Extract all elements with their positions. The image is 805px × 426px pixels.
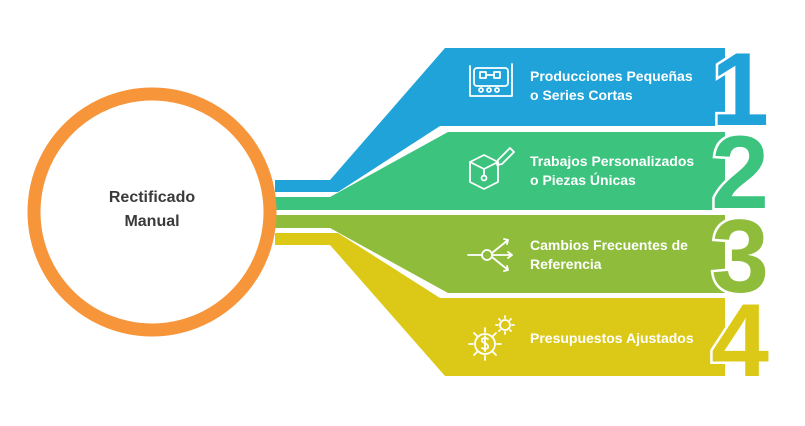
- number-1: 1: [711, 32, 769, 148]
- banner-1: [275, 48, 725, 192]
- item-1-line1: Producciones Pequeñas: [530, 68, 693, 84]
- banner-4: [275, 233, 725, 376]
- item-label-4: Presupuestos Ajustados: [530, 329, 710, 348]
- item-3-line1: Cambios Frecuentes de: [530, 237, 688, 253]
- item-2-line1: Trabajos Personalizados: [530, 153, 695, 169]
- item-label-3: Cambios Frecuentes de Referencia: [530, 236, 710, 274]
- item-label-2: Trabajos Personalizados o Piezas Únicas: [530, 152, 710, 190]
- center-label: Rectificado Manual: [62, 186, 242, 234]
- branching-arrows-icon: [467, 238, 513, 272]
- number-4: 4: [711, 283, 769, 399]
- item-label-1: Producciones Pequeñas o Series Cortas: [530, 67, 710, 105]
- number-2: 2: [711, 115, 769, 231]
- center-label-line1: Rectificado: [108, 189, 196, 206]
- item-2-line2: o Piezas Únicas: [530, 172, 636, 188]
- item-3-line2: Referencia: [530, 256, 602, 272]
- banner-3: [275, 215, 725, 293]
- item-4-line1: Presupuestos Ajustados: [530, 330, 694, 346]
- box-pencil-icon: [469, 147, 515, 190]
- conveyor-belt-icon: [469, 63, 513, 97]
- banner-2: [275, 132, 725, 210]
- number-3: 3: [711, 199, 769, 315]
- center-ring: [27, 87, 277, 337]
- item-1-line2: o Series Cortas: [530, 87, 633, 103]
- center-label-line2: Manual: [124, 213, 180, 230]
- dollar-gears-icon: [468, 315, 515, 361]
